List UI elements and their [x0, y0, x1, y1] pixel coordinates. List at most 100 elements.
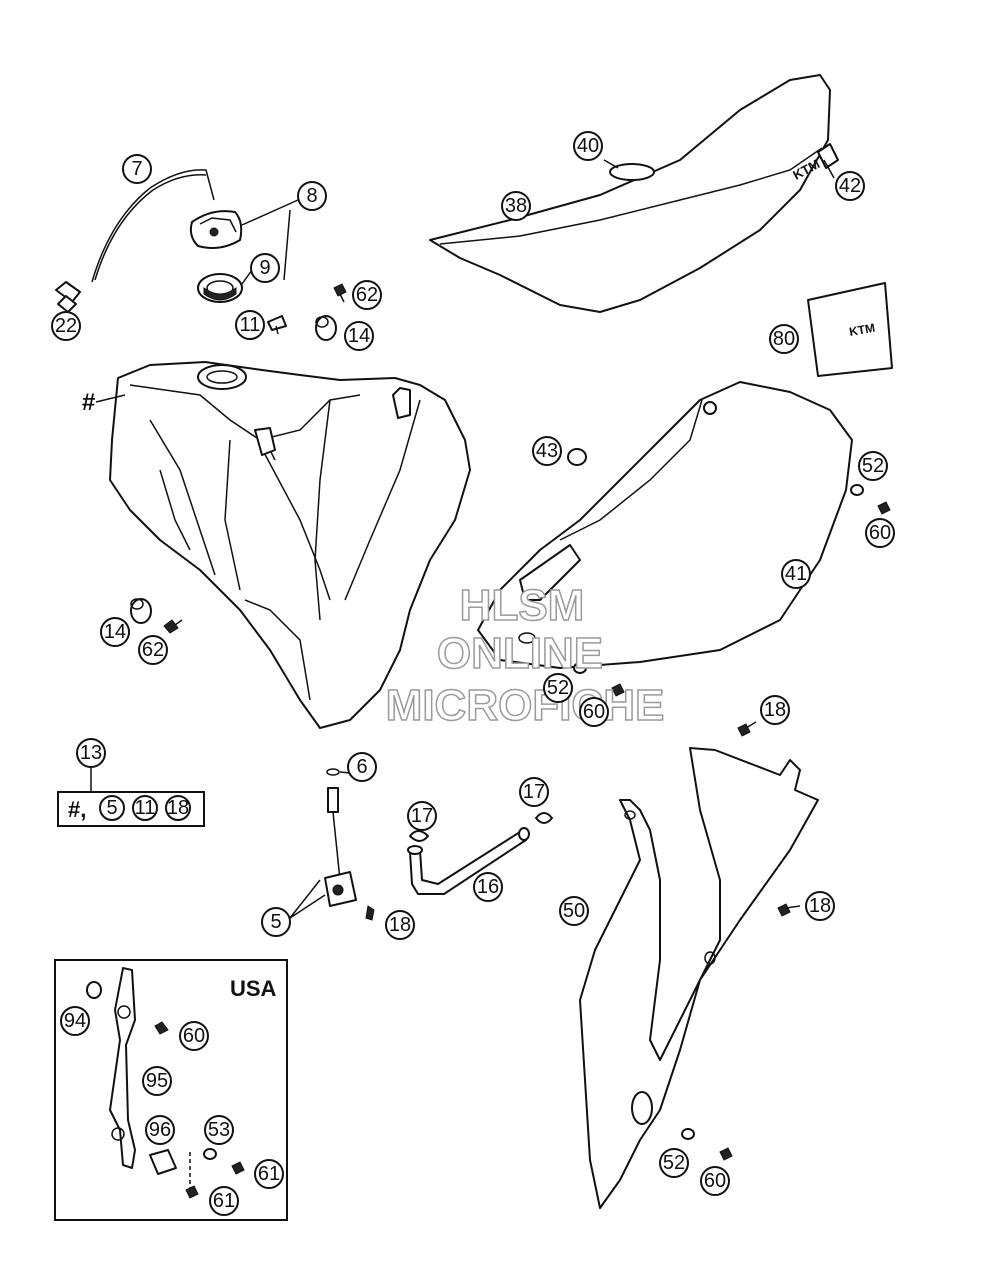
svg-text:52: 52: [862, 455, 884, 477]
fuel-tap: [324, 768, 357, 907]
svg-text:40: 40: [577, 135, 599, 157]
sticker-logo: KTM: [848, 321, 876, 339]
callout-18: 18: [760, 695, 790, 725]
watermark-line-3: MICROFICHE: [386, 681, 665, 730]
callout-95: 95: [142, 1066, 172, 1096]
callout-60: 60: [579, 697, 609, 727]
callout-18: 18: [385, 910, 415, 940]
svg-text:61: 61: [213, 1190, 235, 1212]
svg-text:18: 18: [389, 914, 411, 936]
kit-item-11: 11: [135, 797, 156, 819]
callout-94: 94: [60, 1006, 90, 1036]
svg-text:60: 60: [869, 522, 891, 544]
sticker-80: KTM: [807, 282, 893, 377]
svg-text:52: 52: [663, 1152, 685, 1174]
svg-text:42: 42: [839, 175, 861, 197]
callout-60: 60: [865, 518, 895, 548]
callout-80: 80: [769, 324, 799, 354]
callout-96: 96: [145, 1115, 175, 1145]
clamp-17-left: [409, 830, 429, 842]
svg-text:41: 41: [785, 563, 807, 585]
seat: KTM: [429, 74, 839, 313]
clip-96: [149, 1149, 177, 1175]
callout-41: 41: [781, 559, 811, 589]
callout-17: 17: [407, 801, 437, 831]
svg-text:43: 43: [536, 440, 558, 462]
callout-50: 50: [559, 896, 589, 926]
callout-52: 52: [659, 1148, 689, 1178]
bushing-14-bottom: [130, 598, 152, 624]
callout-17: 17: [519, 777, 549, 807]
svg-text:60: 60: [183, 1025, 205, 1047]
washer-52-mid: [573, 662, 587, 674]
clamp-17-right: [535, 812, 553, 824]
washer-52-top: [850, 484, 864, 496]
kit-prefix: #,: [68, 797, 86, 822]
svg-text:17: 17: [411, 805, 433, 827]
svg-text:16: 16: [477, 876, 499, 898]
callout-14: 14: [344, 321, 374, 351]
bolt-62-bottom: [163, 619, 183, 634]
callout-53: 53: [204, 1115, 234, 1145]
watermark-line-1: HLSM: [460, 581, 585, 630]
bolt-62-top: [333, 283, 347, 303]
watermark-line-2: ONLINE: [437, 629, 603, 678]
callout-7: 7: [122, 154, 152, 184]
svg-text:60: 60: [583, 701, 605, 723]
svg-text:96: 96: [149, 1119, 171, 1141]
nut-53: [203, 1148, 217, 1160]
fuel-hose: [407, 827, 530, 895]
side-panel: [477, 381, 853, 669]
washer-52-bottom: [681, 1128, 695, 1140]
svg-text:53: 53: [208, 1119, 230, 1141]
kit-box: #, 5 11 18: [57, 767, 205, 827]
callout-8: 8: [297, 181, 327, 211]
svg-text:80: 80: [773, 328, 795, 350]
leader-lines: [241, 159, 835, 919]
callout-60: 60: [700, 1166, 730, 1196]
callout-18: 18: [805, 891, 835, 921]
svg-text:13: 13: [80, 742, 102, 764]
svg-text:8: 8: [306, 185, 317, 207]
bolt-61-lower: [185, 1185, 199, 1199]
svg-text:7: 7: [131, 158, 142, 180]
callout-43: 43: [532, 436, 562, 466]
svg-text:52: 52: [547, 677, 569, 699]
callout-52: 52: [543, 673, 573, 703]
callout-9: 9: [250, 253, 280, 283]
svg-text:18: 18: [809, 895, 831, 917]
grommet-43: [567, 448, 587, 466]
fuel-cap: [189, 210, 243, 249]
svg-text:18: 18: [764, 699, 786, 721]
callout-42: 42: [835, 171, 865, 201]
svg-text:9: 9: [259, 257, 270, 279]
svg-text:94: 94: [64, 1010, 86, 1032]
callout-38: 38: [501, 191, 531, 221]
callout-14: 14: [100, 617, 130, 647]
svg-text:62: 62: [142, 639, 164, 661]
bolt-18-spoiler-top: [737, 721, 757, 737]
callout-61: 61: [254, 1159, 284, 1189]
svg-text:17: 17: [523, 781, 545, 803]
svg-text:14: 14: [104, 621, 126, 643]
svg-text:95: 95: [146, 1070, 168, 1092]
bushing-14-top: [315, 315, 337, 341]
bolt-60-mid: [611, 683, 625, 697]
cap-gasket: [197, 273, 243, 303]
svg-text:14: 14: [348, 325, 370, 347]
svg-text:62: 62: [356, 284, 378, 306]
svg-text:22: 22: [55, 315, 77, 337]
hose-fitting: [55, 281, 81, 313]
callout-61: 61: [209, 1186, 239, 1216]
inset-label: USA: [230, 976, 277, 1001]
svg-text:50: 50: [563, 900, 585, 922]
kit-item-5: 5: [106, 797, 117, 819]
callout-22: 22: [51, 311, 81, 341]
svg-text:5: 5: [270, 911, 281, 933]
usa-inset: USA: [54, 959, 288, 1221]
callout-60: 60: [179, 1021, 209, 1051]
svg-text:11: 11: [240, 314, 261, 336]
callouts: 7 8 9 22 11 62 14 14 62 40 38 42 80 43 5…: [51, 131, 895, 1216]
callout-13: 13: [76, 738, 106, 768]
